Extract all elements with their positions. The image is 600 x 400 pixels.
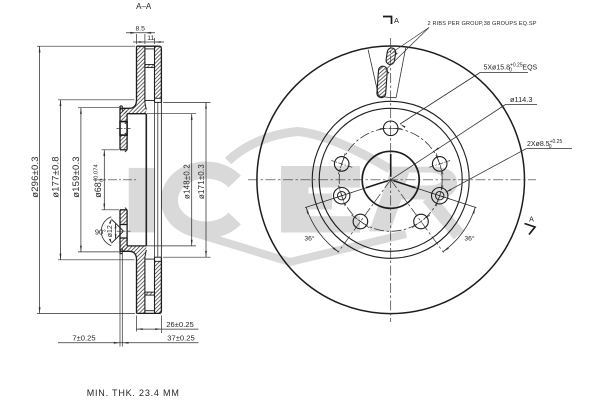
svg-text:A–A: A–A bbox=[136, 2, 152, 11]
svg-text:8.5: 8.5 bbox=[135, 26, 145, 33]
svg-text:A: A bbox=[529, 217, 534, 224]
svg-text:2 RIBS PER GROUP,38 GROUPS EQ.: 2 RIBS PER GROUP,38 GROUPS EQ.SP bbox=[428, 21, 537, 27]
svg-text:ø296±0.3: ø296±0.3 bbox=[29, 156, 40, 198]
svg-text:37±0.25: 37±0.25 bbox=[167, 334, 194, 343]
svg-text:36°: 36° bbox=[304, 235, 315, 243]
svg-text:7±0.25: 7±0.25 bbox=[72, 334, 95, 343]
svg-text:11: 11 bbox=[147, 35, 154, 42]
svg-text:ø148±0.2: ø148±0.2 bbox=[183, 164, 192, 199]
svg-text:ø114.3: ø114.3 bbox=[510, 95, 532, 104]
svg-text:ø159±0.3: ø159±0.3 bbox=[70, 156, 81, 198]
svg-text:MIN. THK. 23.4 MM: MIN. THK. 23.4 MM bbox=[87, 388, 180, 398]
svg-text:A: A bbox=[394, 16, 399, 25]
svg-text:ø171±0.3: ø171±0.3 bbox=[197, 164, 206, 199]
svg-text:90°: 90° bbox=[95, 227, 106, 236]
svg-text:26±0.25: 26±0.25 bbox=[166, 320, 193, 329]
svg-text:2Xø8.5+0.250: 2Xø8.5+0.250 bbox=[527, 139, 562, 150]
svg-text:36°: 36° bbox=[464, 235, 475, 243]
svg-text:ø12: ø12 bbox=[107, 225, 114, 237]
svg-text:ø177±0.8: ø177±0.8 bbox=[50, 156, 61, 198]
